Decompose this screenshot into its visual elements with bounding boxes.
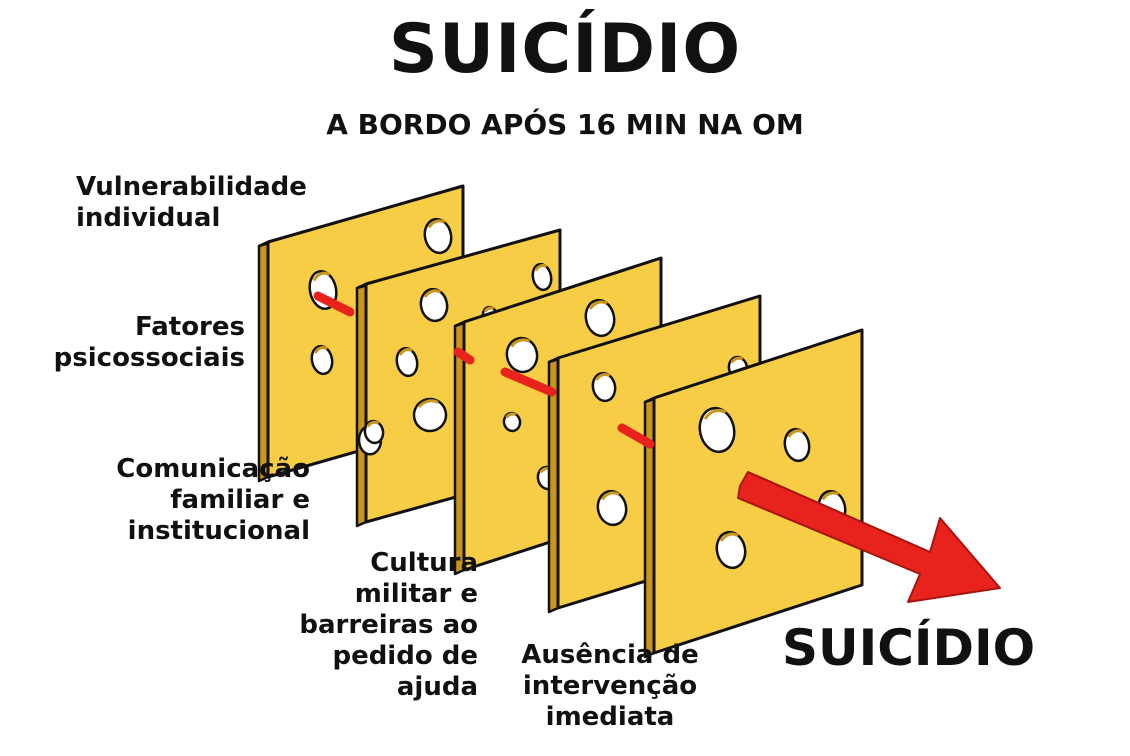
cheese-hole [783,427,811,463]
cheese-hole [412,397,448,433]
cheese-hole [419,287,449,323]
trajectory-segment [453,347,475,365]
layer-label-4: Cultura militar e barreiras ao pedido de… [299,548,478,702]
cheese-hole [715,530,747,570]
page-subtitle: A BORDO APÓS 16 MIN NA OM [326,108,804,141]
cheese-hole [310,344,334,376]
outcome-label: SUICÍDIO [782,619,1036,677]
cheese-hole [502,411,522,433]
layer-label-3: Comunicação familiar e institucional [116,454,310,546]
layer-label-5: Ausência de intervenção imediata [521,640,699,732]
cheese-hole [698,406,736,454]
cheese-hole [363,419,385,445]
cheese-slices [257,184,864,659]
trajectory-segment [500,367,557,397]
cheese-hole [423,217,453,255]
page-title: SUICÍDIO [388,10,742,89]
layer-label-2: Fatores psicossociais [53,312,245,373]
layer-label-1: Vulnerabilidade individual [76,172,307,233]
cheese-hole [531,262,553,292]
trajectory-segment [617,423,655,449]
cheese-hole [584,298,616,338]
cheese-hole [395,346,419,378]
cheese-hole [591,371,617,403]
cheese-hole [505,336,539,374]
trajectory-segment [313,291,355,317]
failure-arrow [313,291,1001,603]
outcome-arrowhead [737,471,1001,603]
cheese-hole [596,489,628,527]
